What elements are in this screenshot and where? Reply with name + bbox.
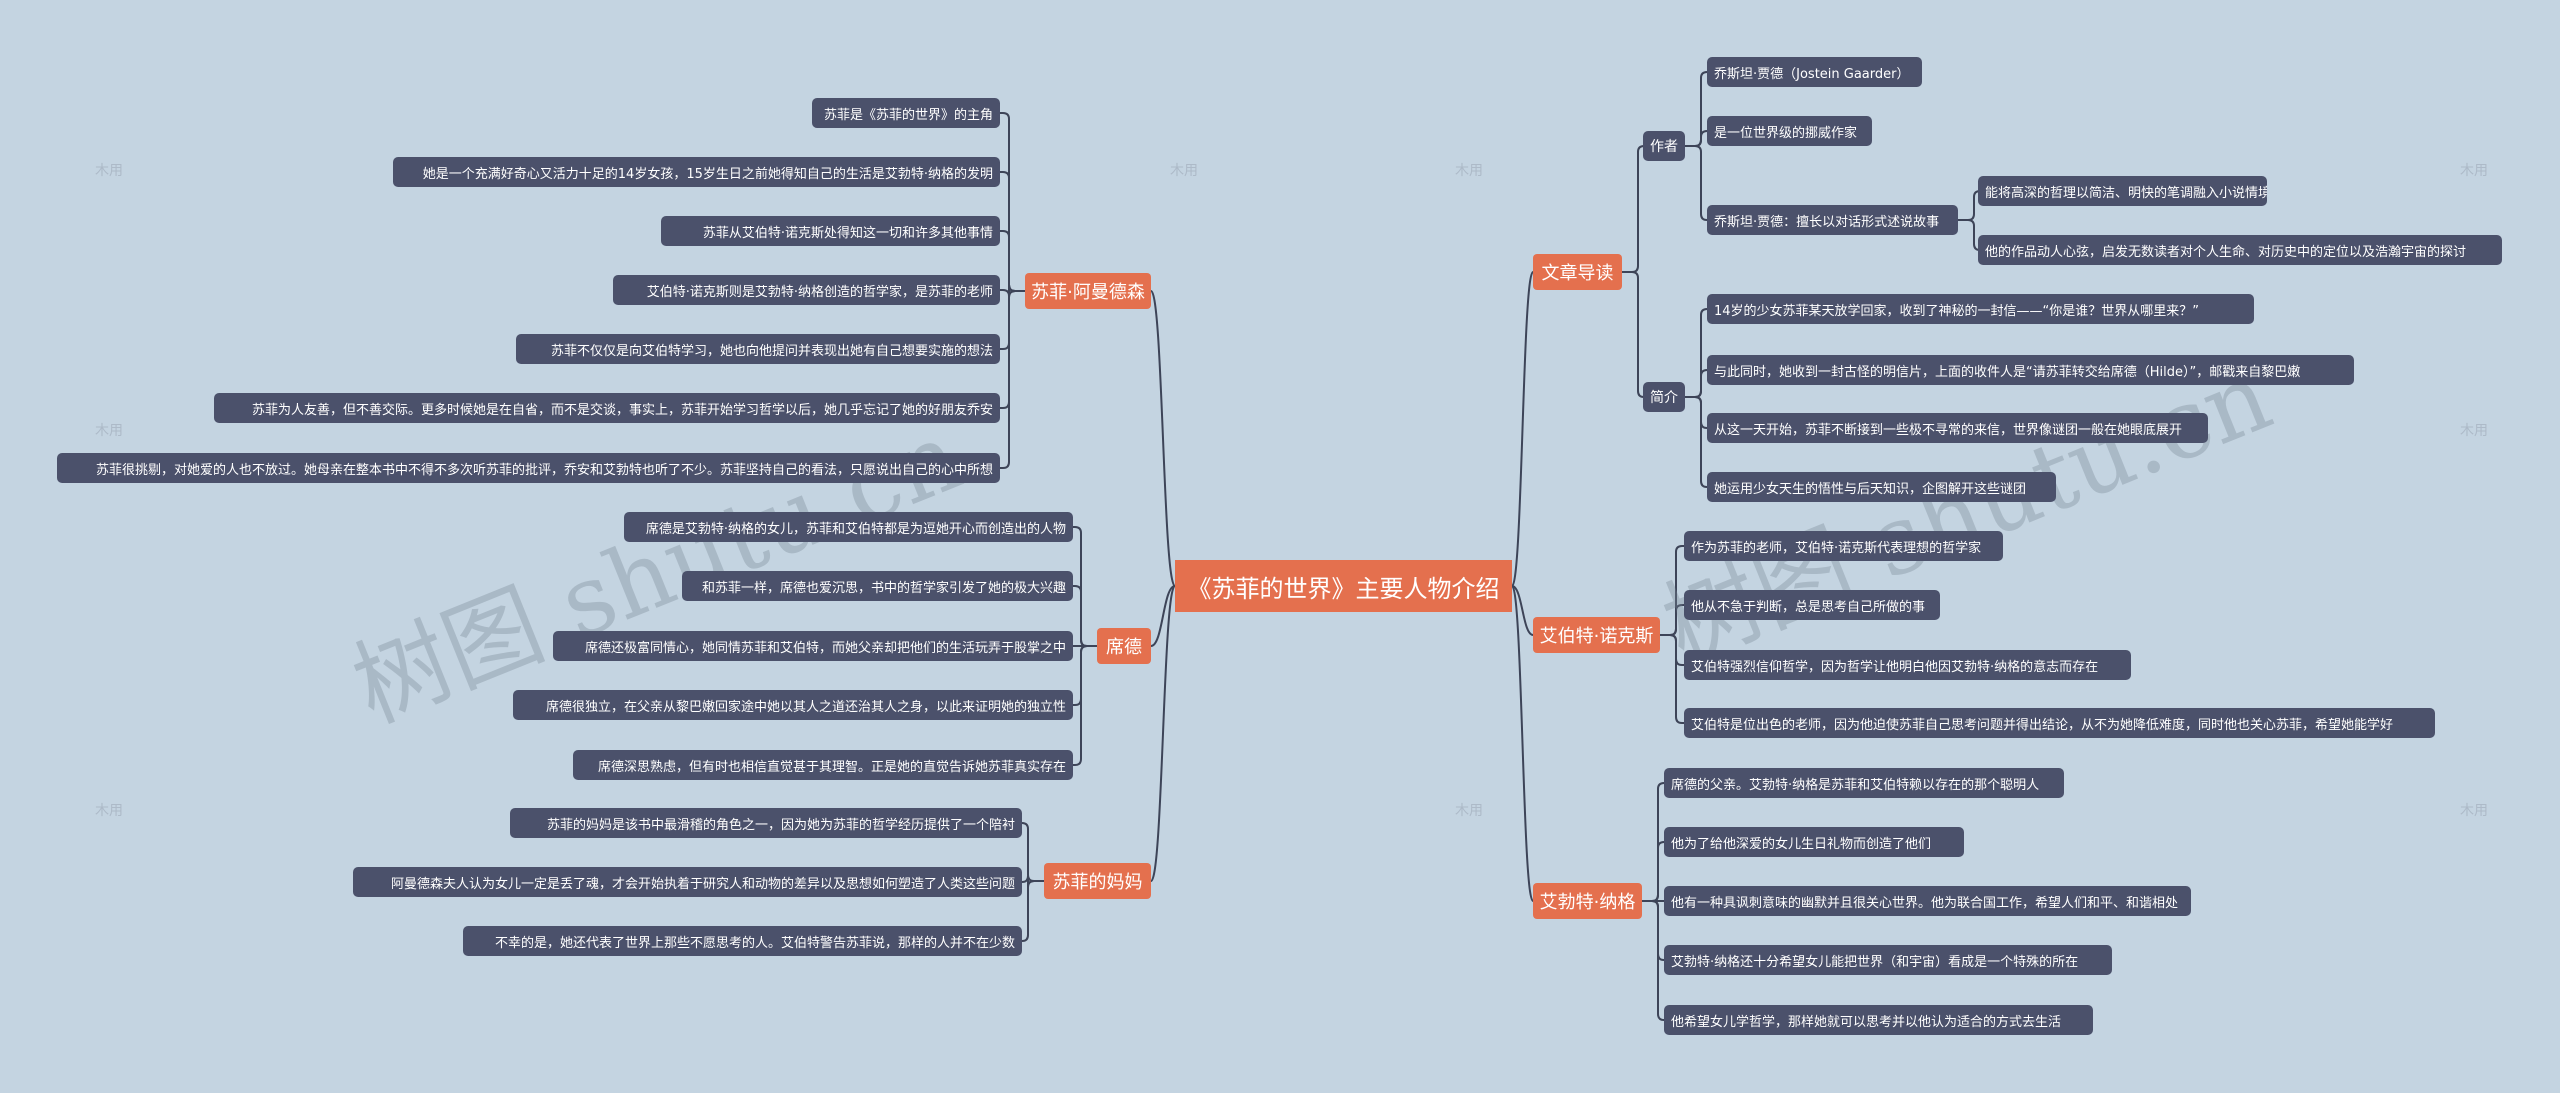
sophie-item[interactable]: 苏菲为人友善，但不善交际。更多时候她是在自省，而不是交谈，事实上，苏菲开始学习哲…: [214, 393, 1000, 423]
sub-intro[interactable]: 简介: [1643, 382, 1685, 412]
alberto-item[interactable]: 作为苏菲的老师，艾伯特·诺克斯代表理想的哲学家: [1684, 531, 2003, 561]
branch-albert[interactable]: 艾勃特·纳格: [1533, 883, 1642, 919]
branch-sophie[interactable]: 苏菲·阿曼德森: [1025, 273, 1151, 309]
albert-item[interactable]: 席德的父亲。艾勃特·纳格是苏菲和艾伯特赖以存在的那个聪明人: [1664, 768, 2064, 798]
story-item[interactable]: 他的作品动人心弦，启发无数读者对个人生命、对历史中的定位以及浩瀚宇宙的探讨: [1978, 235, 2502, 265]
sub-author[interactable]: 作者: [1643, 131, 1685, 161]
intro-item[interactable]: 14岁的少女苏菲某天放学回家，收到了神秘的一封信——“你是谁？世界从哪里来？”: [1707, 294, 2254, 324]
branch-alberto[interactable]: 艾伯特·诺克斯: [1533, 617, 1660, 653]
sophie-item[interactable]: 艾伯特·诺克斯则是艾勃特·纳格创造的哲学家，是苏菲的老师: [613, 275, 1000, 305]
hilde-item[interactable]: 席德还极富同情心，她同情苏菲和艾伯特，而她父亲却把他们的生活玩弄于股掌之中: [553, 631, 1073, 661]
sophie-item[interactable]: 苏菲是《苏菲的世界》的主角: [812, 98, 1000, 128]
sophie-item[interactable]: 她是一个充满好奇心又活力十足的14岁女孩，15岁生日之前她得知自己的生活是艾勃特…: [393, 157, 1000, 187]
alberto-item[interactable]: 艾伯特是位出色的老师，因为他迫使苏菲自己思考问题并得出结论，从不为她降低难度，同…: [1684, 708, 2435, 738]
branch-mother[interactable]: 苏菲的妈妈: [1044, 863, 1151, 899]
author-item[interactable]: 乔斯坦·贾德（Jostein Gaarder）: [1707, 57, 1922, 87]
intro-item[interactable]: 与此同时，她收到一封古怪的明信片，上面的收件人是“请苏菲转交给席德（Hilde）…: [1707, 355, 2354, 385]
hilde-item[interactable]: 席德深思熟虑，但有时也相信直觉甚于其理智。正是她的直觉告诉她苏菲真实存在: [573, 750, 1073, 780]
intro-item[interactable]: 从这一天开始，苏菲不断接到一些极不寻常的来信，世界像谜团一般在她眼底展开: [1707, 413, 2208, 443]
hilde-item[interactable]: 和苏菲一样，席德也爱沉思，书中的哲学家引发了她的极大兴趣: [682, 571, 1073, 601]
sophie-item[interactable]: 苏菲不仅仅是向艾伯特学习，她也向他提问并表现出她有自己想要实施的想法: [516, 334, 1000, 364]
sophie-item[interactable]: 苏菲很挑剔，对她爱的人也不放过。她母亲在整本书中不得不多次听苏菲的批评，乔安和艾…: [57, 453, 1000, 483]
story-item[interactable]: 能将高深的哲理以简洁、明快的笔调融入小说情境: [1978, 176, 2267, 206]
author-story[interactable]: 乔斯坦·贾德：擅长以对话形式述说故事: [1707, 205, 1958, 235]
albert-item[interactable]: 他有一种具讽刺意味的幽默并且很关心世界。他为联合国工作，希望人们和平、和谐相处: [1664, 886, 2191, 916]
hilde-item[interactable]: 席德很独立，在父亲从黎巴嫩回家途中她以其人之道还治其人之身，以此来证明她的独立性: [513, 690, 1073, 720]
mother-item[interactable]: 苏菲的妈妈是该书中最滑稽的角色之一，因为她为苏菲的哲学经历提供了一个陪衬: [510, 808, 1022, 838]
alberto-item[interactable]: 艾伯特强烈信仰哲学，因为哲学让他明白他因艾勃特·纳格的意志而存在: [1684, 650, 2131, 680]
sophie-item[interactable]: 苏菲从艾伯特·诺克斯处得知这一切和许多其他事情: [661, 216, 1000, 246]
branch-hilde[interactable]: 席德: [1097, 628, 1151, 664]
root-topic[interactable]: 《苏菲的世界》主要人物介绍: [1175, 560, 1512, 612]
alberto-item[interactable]: 他从不急于判断，总是思考自己所做的事: [1684, 590, 1940, 620]
mother-item[interactable]: 阿曼德森夫人认为女儿一定是丢了魂，才会开始执着于研究人和动物的差异以及思想如何塑…: [353, 867, 1022, 897]
intro-item[interactable]: 她运用少女天生的悟性与后天知识，企图解开这些谜团: [1707, 472, 2056, 502]
hilde-item[interactable]: 席德是艾勃特·纳格的女儿，苏菲和艾伯特都是为逗她开心而创造出的人物: [624, 512, 1073, 542]
albert-item[interactable]: 艾勃特·纳格还十分希望女儿能把世界（和宇宙）看成是一个特殊的所在: [1664, 945, 2112, 975]
albert-item[interactable]: 他希望女儿学哲学，那样她就可以思考并以他认为适合的方式去生活: [1664, 1005, 2093, 1035]
albert-item[interactable]: 他为了给他深爱的女儿生日礼物而创造了他们: [1664, 827, 1964, 857]
branch-guide[interactable]: 文章导读: [1533, 254, 1622, 290]
mother-item[interactable]: 不幸的是，她还代表了世界上那些不愿思考的人。艾伯特警告苏菲说，那样的人并不在少数: [463, 926, 1022, 956]
author-item[interactable]: 是一位世界级的挪威作家: [1707, 116, 1872, 146]
